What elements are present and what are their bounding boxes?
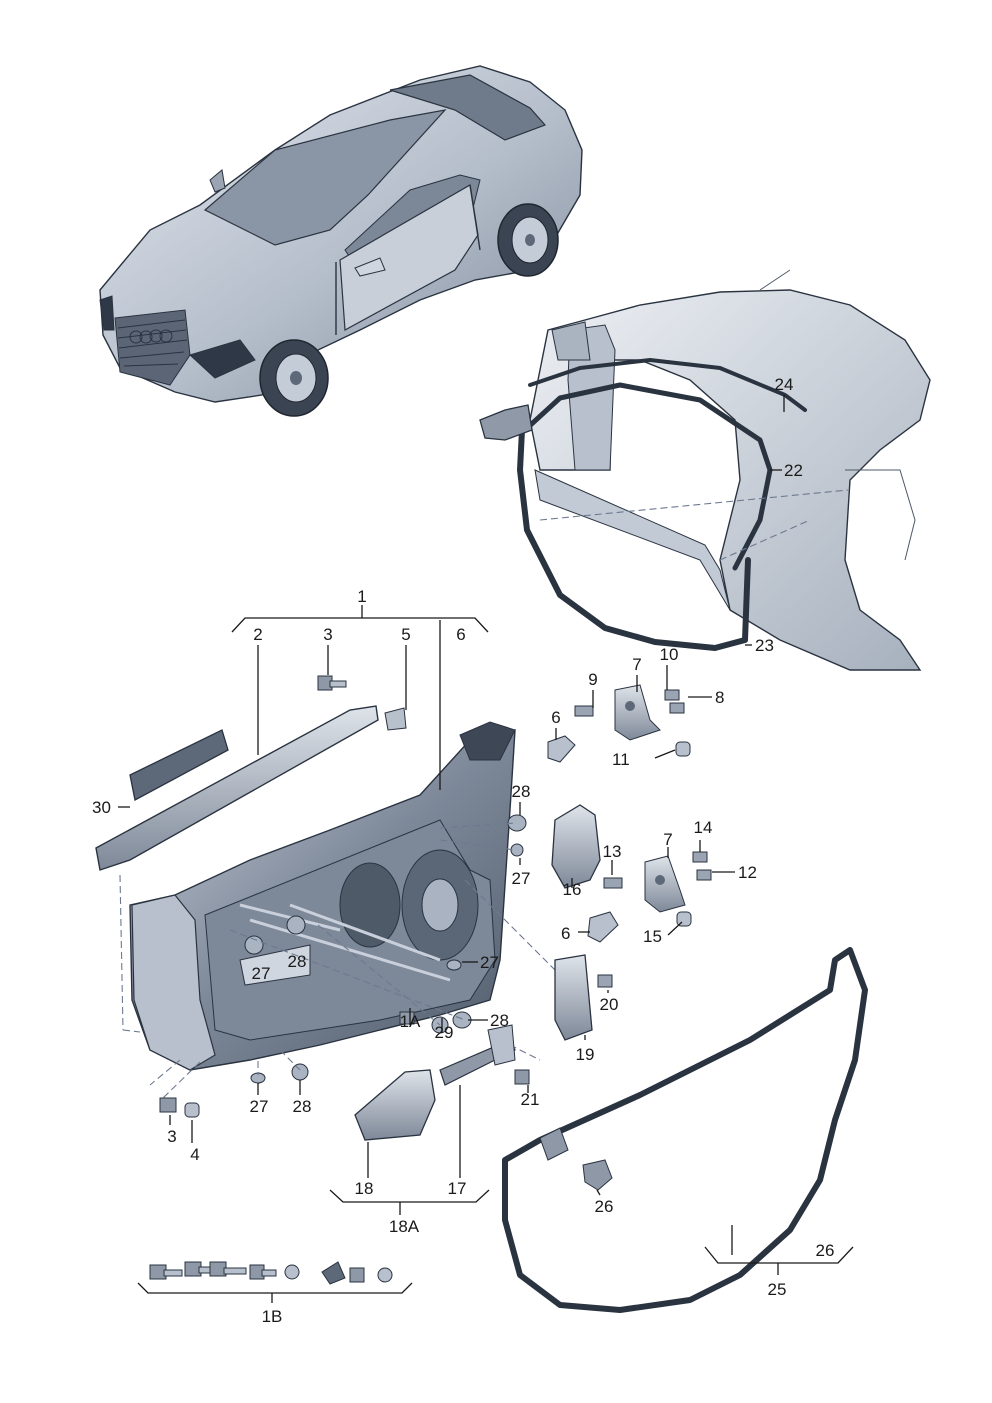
callout-2: 2 <box>253 625 262 644</box>
callout-26-seal: 26 <box>816 1241 835 1260</box>
callout-5: 5 <box>401 625 410 644</box>
callout-27-d: 27 <box>250 1097 269 1116</box>
callout-30: 30 <box>92 798 111 817</box>
callout-15: 15 <box>643 927 662 946</box>
callout-6-top: 6 <box>456 625 465 644</box>
callout-18: 18 <box>355 1179 374 1198</box>
bracket-group-1B <box>137 1282 413 1294</box>
callout-28-a: 28 <box>512 782 531 801</box>
callout-6-mid: 6 <box>551 708 560 727</box>
fastener-set-1B <box>149 1261 393 1285</box>
callout-1B: 1B <box>262 1307 283 1326</box>
callout-29: 29 <box>435 1023 454 1042</box>
dash-guide-4 <box>122 1029 141 1033</box>
rear-wheel <box>497 203 559 277</box>
dash-guide-3 <box>119 874 124 1031</box>
callout-6-low: 6 <box>561 924 570 943</box>
check-strap-cover-18 <box>354 1069 436 1141</box>
reinforcement-strip-2 <box>95 705 379 871</box>
door-opening-seal-23 <box>517 427 751 651</box>
window-seal-22 <box>522 382 773 571</box>
callout-10: 10 <box>660 645 679 664</box>
bolt-3-top <box>317 675 347 691</box>
callout-22: 22 <box>784 461 803 480</box>
screw-20 <box>597 974 613 988</box>
callout-4: 4 <box>190 1145 199 1164</box>
door-shell <box>129 721 516 1071</box>
roof-seal-24 <box>528 358 807 412</box>
callout-27-c: 27 <box>480 953 499 972</box>
callout-7-upper: 7 <box>632 655 641 674</box>
callout-16: 16 <box>563 880 582 899</box>
callout-11: 11 <box>612 750 630 769</box>
callout-25: 25 <box>768 1280 787 1299</box>
callout-19: 19 <box>576 1045 595 1064</box>
dash-guide-2 <box>719 519 811 561</box>
insulation-pad-30 <box>129 729 229 801</box>
callout-28-d: 28 <box>293 1097 312 1116</box>
callout-9: 9 <box>588 670 597 689</box>
callout-3-top: 3 <box>323 625 332 644</box>
dash-guide-1 <box>539 489 849 521</box>
callout-1A: 1A <box>400 1012 421 1031</box>
callout-8: 8 <box>715 688 724 707</box>
handle-housing-16 <box>551 804 601 889</box>
seal-end-piece <box>479 404 533 441</box>
door-seal-25 <box>502 947 868 1313</box>
callout-12: 12 <box>738 863 757 882</box>
bracket-group-18A <box>329 1189 490 1203</box>
callout-28-c: 28 <box>490 1011 509 1030</box>
callout-21: 21 <box>521 1090 540 1109</box>
callout-23: 23 <box>755 636 774 655</box>
callout-28-b: 28 <box>288 952 307 971</box>
bracket-group-1 <box>231 617 489 633</box>
callout-14: 14 <box>694 818 713 837</box>
callout-3-bottom: 3 <box>167 1127 176 1146</box>
callout-26-clip: 26 <box>595 1197 614 1216</box>
callout-17: 17 <box>448 1179 467 1198</box>
door-check-bracket <box>487 1024 516 1066</box>
assembly-dash-lines <box>149 822 561 1099</box>
callout-18A: 18A <box>389 1217 420 1236</box>
lower-hinge-7 <box>587 851 712 943</box>
upper-hinge-7 <box>547 684 691 763</box>
callout-24: 24 <box>775 375 794 394</box>
callout-7-lower: 7 <box>663 830 672 849</box>
leader-lines <box>118 395 785 1255</box>
front-wheel <box>259 339 329 417</box>
seal-clip-26-a <box>539 1127 569 1161</box>
callout-27-b: 27 <box>252 964 271 983</box>
bolt-21 <box>514 1069 530 1085</box>
clip-5 <box>384 707 407 731</box>
handle-bracket-19 <box>554 954 593 1041</box>
callout-27-a: 27 <box>512 869 531 888</box>
callout-20: 20 <box>600 995 619 1014</box>
car-illustration <box>99 65 583 417</box>
callout-1: 1 <box>357 587 366 606</box>
callout-labels: 1 2 3 5 6 24 22 23 7 9 10 8 6 11 30 28 2… <box>92 375 834 1326</box>
body-side-frame <box>529 269 931 671</box>
callout-13: 13 <box>603 842 622 861</box>
seal-clip-26-b <box>582 1159 613 1191</box>
